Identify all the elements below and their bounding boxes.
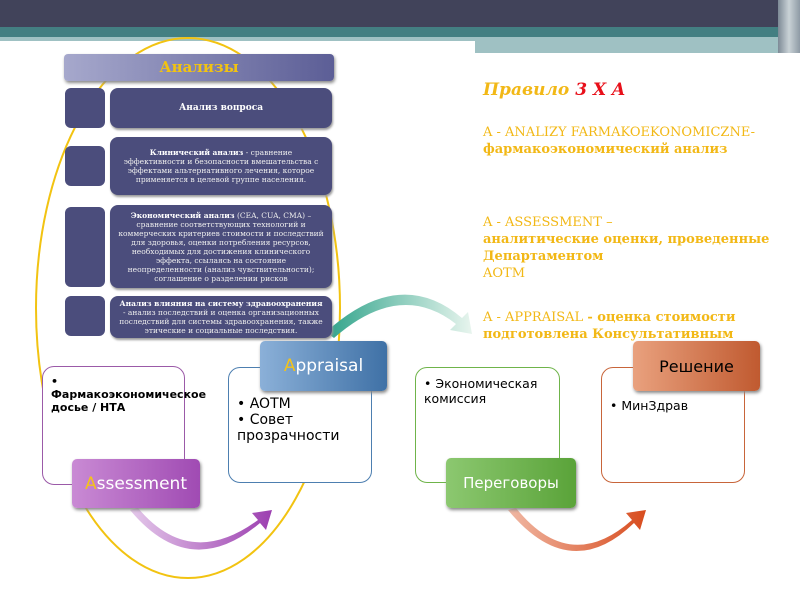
highlight-ellipse bbox=[35, 37, 341, 579]
analysis-item: Экономический анализ (CEA, CUA, CMA) – с… bbox=[110, 205, 332, 288]
rule-item-1: A - ANALIZY FARMAKOEKONOMICZNE-фармакоэк… bbox=[483, 124, 783, 158]
bullet-square bbox=[65, 207, 105, 287]
rule-latin: A - ASSESSMENT – bbox=[483, 215, 613, 230]
rule-latin: AOTM bbox=[483, 266, 526, 281]
analysis-item-text: (CEA, CUA, CMA) – сравнение соответствую… bbox=[118, 210, 324, 283]
analysis-item: Анализ влияния на систему здравоохранени… bbox=[110, 296, 332, 338]
rule-latin: A - APPRAISAL bbox=[483, 310, 588, 325]
analysis-item: Анализ вопроса bbox=[110, 88, 332, 128]
rule-ru: аналитические оценки, проведенные Департ… bbox=[483, 232, 770, 264]
rule-item-3: A - APPRAISAL - оценка стоимости подгото… bbox=[483, 309, 743, 343]
negotiation-label: Переговоры bbox=[446, 458, 576, 508]
light-band-right bbox=[475, 37, 800, 53]
analysis-item-title: Экономический анализ bbox=[130, 210, 235, 220]
teal-band bbox=[0, 27, 800, 37]
bullet-square bbox=[65, 146, 105, 186]
analysis-item-text: - сравнение эффективности и безопасности… bbox=[123, 148, 319, 184]
top-bar bbox=[0, 0, 800, 27]
bullet-square bbox=[65, 88, 105, 128]
rule-latin: A - ANALIZY FARMAKOEKONOMICZNE- bbox=[483, 125, 755, 140]
arrow-negotiation-to-decision bbox=[508, 508, 646, 552]
analyses-header: Анализы bbox=[64, 54, 334, 81]
analysis-item-title: Анализ влияния на систему здравоохранени… bbox=[119, 299, 323, 308]
analysis-item-title: Клинический анализ bbox=[149, 148, 244, 157]
bullet: МинЗдрав bbox=[610, 398, 736, 413]
analysis-item-title: Анализ вопроса bbox=[178, 102, 264, 113]
rule-ru: - оценка стоимости подготовлена Консульт… bbox=[483, 310, 736, 342]
rule-title: Правило 3 X A bbox=[483, 80, 626, 100]
bullet-square bbox=[65, 296, 105, 336]
arrow-assessment-to-appraisal bbox=[130, 508, 272, 550]
edge-decoration bbox=[778, 0, 800, 53]
light-band bbox=[0, 37, 475, 41]
rule-ru: фармакоэкономический анализ bbox=[483, 142, 728, 157]
analysis-item: Клинический анализ - сравнение эффективн… bbox=[110, 137, 332, 195]
decision-label: Решение bbox=[633, 341, 760, 391]
analysis-item-text: - анализ последствий и оценка организаци… bbox=[119, 308, 323, 335]
rule-title-accent: 3 X A bbox=[575, 80, 626, 100]
bullet: Фармакоэкономическое досье / НТА bbox=[51, 375, 206, 414]
bullet: AOTM bbox=[237, 396, 363, 412]
bullet: Совет прозрачности bbox=[237, 412, 363, 444]
bullet: Экономическая комиссия bbox=[424, 376, 551, 406]
rule-item-2: A - ASSESSMENT – аналитические оценки, пр… bbox=[483, 214, 783, 282]
arrow-appraisal-to-negotiation bbox=[326, 294, 472, 338]
